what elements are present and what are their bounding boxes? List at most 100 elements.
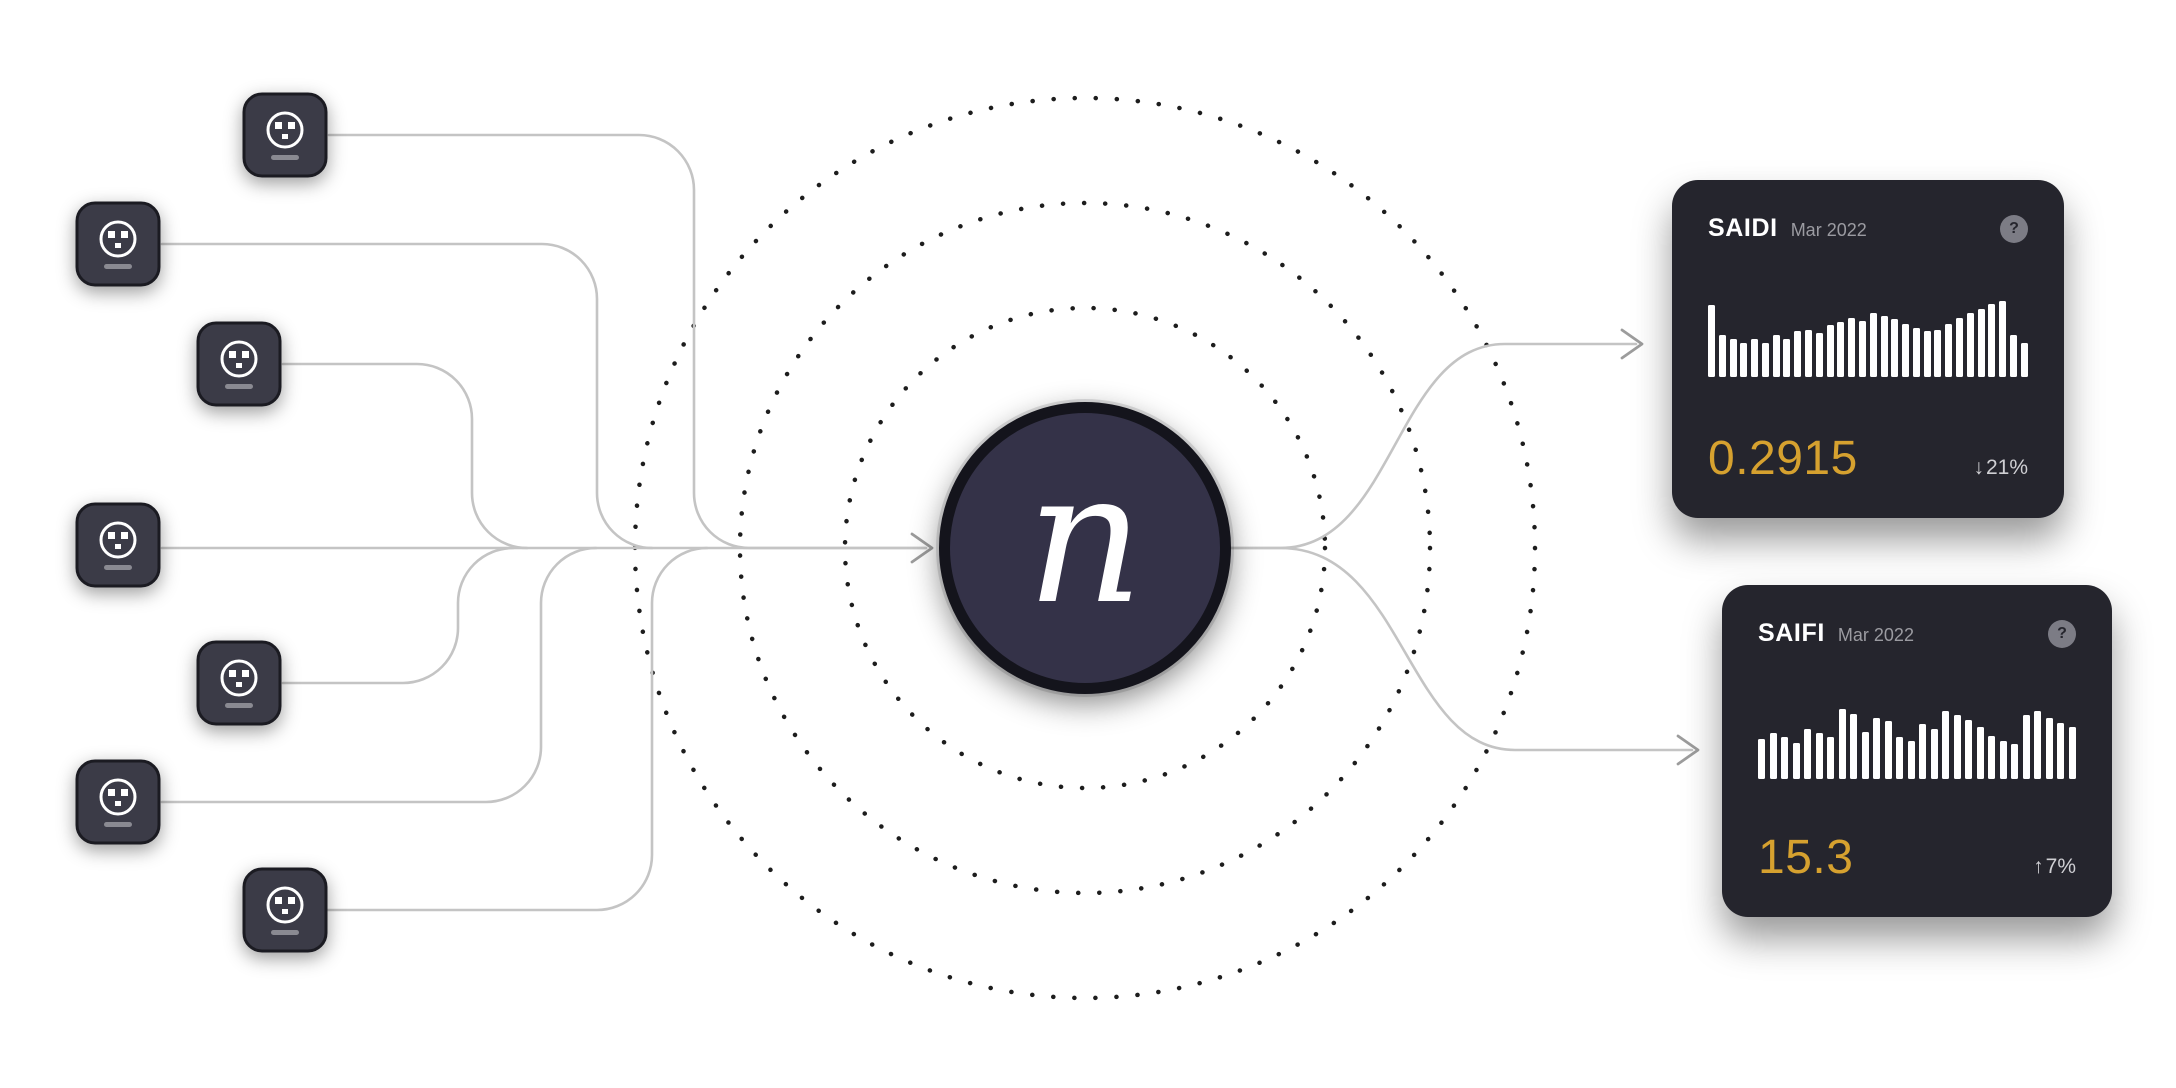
saifi-card-header: SAIFI Mar 2022 ?	[1758, 619, 2076, 648]
chart-bar	[1945, 323, 1953, 377]
chart-bar	[1934, 329, 1942, 377]
chart-bar	[1815, 733, 1823, 779]
trend-percent: 7%	[2045, 855, 2076, 878]
trend-percent: 21%	[1985, 456, 2028, 479]
chart-bar	[1942, 710, 1950, 779]
card-title: SAIDI	[1708, 214, 1778, 242]
chart-bar	[1988, 736, 1996, 779]
chart-bar	[1848, 317, 1856, 377]
metric-value: 0.2915	[1708, 432, 1858, 485]
chart-bar	[1880, 316, 1888, 377]
wire-to-saidi	[1229, 342, 1638, 550]
chart-bar	[1999, 741, 2007, 779]
hub-logo: n	[1026, 432, 1144, 644]
chart-bar	[1815, 332, 1823, 377]
arrowhead-into-hub	[910, 532, 934, 564]
metric-value: 15.3	[1758, 831, 1854, 884]
hub-node: n	[939, 402, 1231, 694]
chart-bar	[1783, 339, 1791, 377]
wire-outlet-5	[281, 546, 515, 685]
chart-bar	[1976, 727, 1984, 779]
wire-outlet-7	[281, 546, 709, 912]
chart-bar	[1826, 325, 1834, 377]
chart-bar	[1873, 718, 1881, 779]
chart-bar	[1930, 728, 1938, 779]
chart-bar	[1838, 709, 1846, 779]
chart-bar	[1850, 713, 1858, 779]
card-title: SAIFI	[1758, 619, 1825, 647]
power-outlet-icon	[241, 91, 329, 179]
arrowhead-into-saifi	[1676, 734, 1700, 766]
chart-bar	[2068, 727, 2076, 779]
trend-down-arrow-icon: ↓	[1973, 456, 1984, 479]
chart-bar	[2045, 718, 2053, 779]
chart-bar	[1923, 331, 1931, 377]
chart-bar	[1902, 323, 1910, 377]
wire-to-saifi	[1229, 546, 1694, 752]
saidi-card-header: SAIDI Mar 2022 ?	[1708, 214, 2028, 243]
chart-bar	[2009, 335, 2017, 377]
power-outlet-icon	[74, 758, 162, 846]
chart-bar	[1919, 724, 1927, 779]
chart-bar	[1729, 339, 1737, 377]
chart-bar	[1758, 739, 1765, 779]
chart-bar	[1896, 737, 1904, 779]
wire-paths	[160, 133, 1694, 912]
wire-outlet-2	[160, 242, 654, 550]
card-period: Mar 2022	[1837, 624, 1914, 645]
power-outlet-icon	[195, 639, 283, 727]
wire-outlet-3	[281, 362, 529, 550]
help-icon[interactable]: ?	[2048, 619, 2076, 648]
chart-bar	[1955, 317, 1963, 377]
chart-bar	[2011, 744, 2019, 779]
dotted-ring-inner	[842, 305, 1328, 791]
chart-bar	[2057, 722, 2065, 779]
saifi-metric-card: SAIFI Mar 2022 ? 15.3 ↑ 7%	[1722, 585, 2112, 917]
card-period: Mar 2022	[1790, 219, 1867, 240]
saifi-bar-chart	[1758, 703, 2076, 779]
saidi-bar-chart	[1708, 301, 2028, 377]
chart-bar	[1977, 308, 1985, 377]
chart-bar	[1965, 719, 1973, 779]
help-icon[interactable]: ?	[2000, 214, 2028, 243]
chart-bar	[1740, 342, 1748, 377]
chart-bar	[1804, 728, 1812, 779]
chart-bar	[1999, 301, 2007, 377]
chart-bar	[1891, 319, 1899, 377]
power-outlet-icon	[74, 200, 162, 288]
power-outlet-icon	[241, 866, 329, 954]
saifi-card-footer: 15.3 ↑ 7%	[1758, 830, 2076, 885]
metric-trend: ↑ 7%	[2033, 855, 2076, 879]
chart-bar	[1761, 342, 1769, 377]
chart-bar	[1792, 742, 1800, 779]
chart-bar	[1718, 335, 1726, 377]
chart-bar	[1907, 741, 1915, 779]
chart-bar	[1805, 329, 1813, 377]
chart-bar	[1769, 733, 1777, 779]
chart-bar	[2020, 342, 2028, 377]
trend-up-arrow-icon: ↑	[2033, 855, 2044, 878]
chart-bar	[2022, 715, 2030, 779]
chart-bar	[1869, 313, 1877, 377]
chart-bar	[1837, 322, 1845, 377]
wire-outlet-6	[160, 546, 598, 804]
chart-bar	[1858, 320, 1866, 377]
wire-outlet-1	[327, 133, 928, 550]
chart-bar	[1912, 328, 1920, 377]
arrowhead-into-saidi	[1620, 328, 1644, 360]
power-outlet-icon	[74, 501, 162, 589]
chart-bar	[1884, 721, 1892, 779]
chart-bar	[1988, 304, 1996, 377]
chart-bar	[1708, 304, 1715, 377]
chart-bar	[1772, 335, 1780, 377]
dotted-ring-middle	[737, 200, 1433, 896]
chart-bar	[1953, 715, 1961, 779]
chart-bar	[1751, 339, 1759, 377]
power-outlet-icon	[195, 320, 283, 408]
metric-trend: ↓ 21%	[1973, 456, 2028, 480]
saidi-card-footer: 0.2915 ↓ 21%	[1708, 431, 2028, 486]
chart-bar	[1861, 731, 1869, 779]
chart-bar	[1966, 313, 1974, 377]
